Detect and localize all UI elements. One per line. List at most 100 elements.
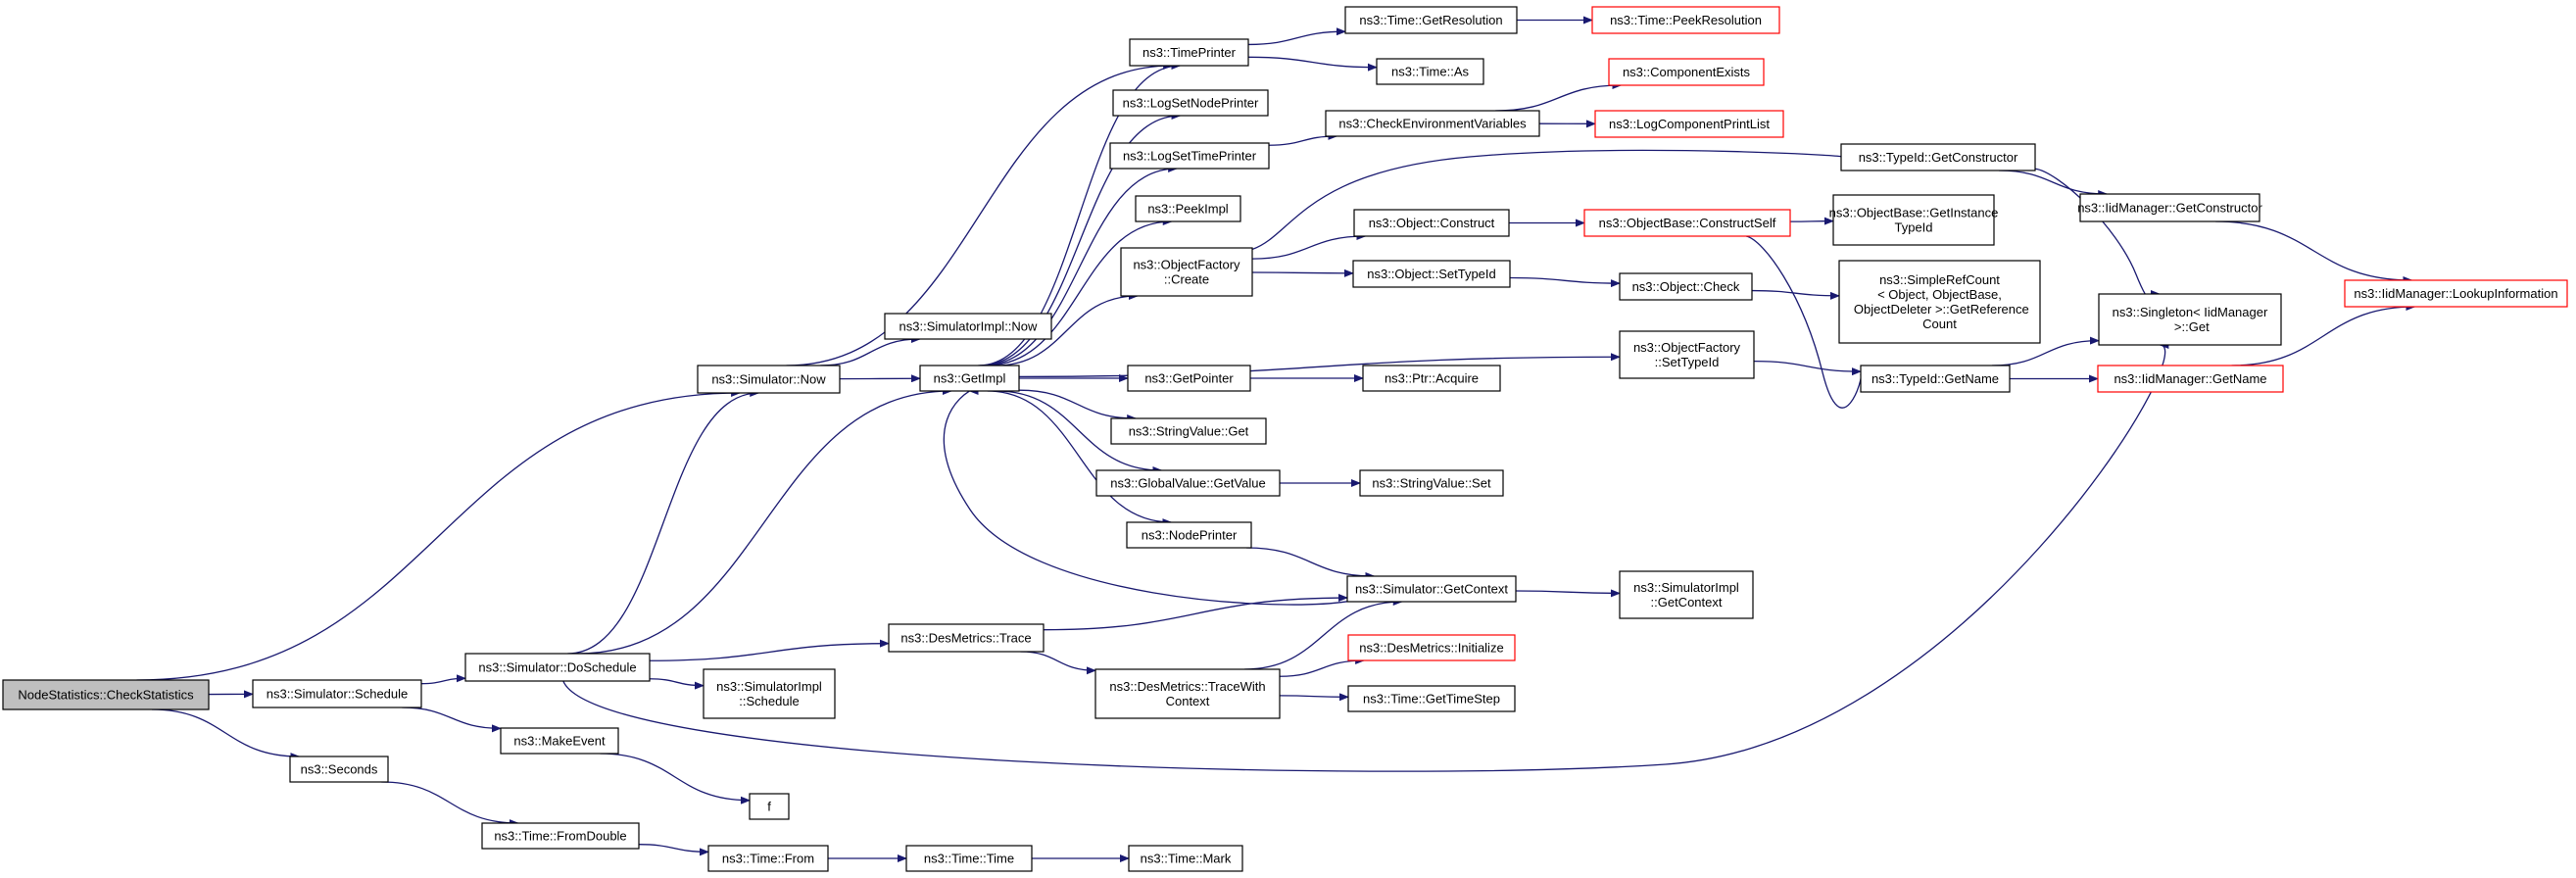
node-n4[interactable]: ns3::Simulator::DoSchedule — [464, 653, 651, 682]
node-box[interactable] — [2079, 193, 2260, 222]
node-box[interactable] — [2098, 293, 2282, 346]
node-n40[interactable]: ns3::Object::Check — [1619, 272, 1753, 301]
node-box[interactable] — [2344, 279, 2568, 308]
node-box[interactable] — [1344, 6, 1518, 34]
node-n46[interactable]: ns3::IidManager::GetConstructor — [2077, 193, 2262, 222]
node-n1[interactable]: ns3::Simulator::Now — [697, 365, 841, 394]
node-box[interactable] — [1126, 521, 1252, 549]
node-box[interactable] — [1129, 38, 1249, 67]
node-box[interactable] — [1362, 365, 1501, 392]
node-box[interactable] — [1109, 142, 1270, 170]
node-n5[interactable]: ns3::MakeEvent — [500, 727, 619, 755]
node-box[interactable] — [1347, 634, 1516, 661]
node-box[interactable] — [697, 365, 841, 394]
node-n45[interactable]: ns3::TypeId::GetName — [1860, 365, 2011, 393]
node-n6[interactable]: ns3::Time::FromDouble — [481, 822, 640, 850]
node-n13[interactable]: ns3::Time::Time — [905, 845, 1033, 872]
node-box[interactable] — [1110, 417, 1267, 445]
node-n35[interactable]: ns3::Time::GetTimeStep — [1347, 685, 1516, 712]
node-n9[interactable]: ns3::DesMetrics::Trace — [888, 623, 1045, 653]
node-n31[interactable]: ns3::Ptr::Acquire — [1362, 365, 1501, 392]
node-box[interactable] — [1840, 143, 2036, 171]
node-box[interactable] — [919, 365, 1020, 392]
node-box[interactable] — [1353, 209, 1510, 237]
node-n11[interactable]: f — [749, 793, 790, 820]
node-box[interactable] — [1832, 194, 1995, 246]
node-n34[interactable]: ns3::DesMetrics::Initialize — [1347, 634, 1516, 661]
node-box[interactable] — [888, 623, 1045, 653]
node-box[interactable] — [1838, 260, 2041, 344]
node-n36[interactable]: ns3::Time::PeekResolution — [1591, 6, 1780, 34]
node-box[interactable] — [1347, 685, 1516, 712]
node-n25[interactable]: ns3::Time::GetResolution — [1344, 6, 1518, 34]
node-n15[interactable]: ns3::LogSetNodePrinter — [1112, 89, 1269, 117]
node-n0[interactable]: NodeStatistics::CheckStatistics — [2, 679, 210, 710]
node-box[interactable] — [1112, 89, 1269, 117]
node-box[interactable] — [1352, 260, 1511, 288]
node-box[interactable] — [252, 679, 422, 708]
node-n33[interactable]: ns3::Simulator::GetContext — [1346, 575, 1517, 603]
node-n21[interactable]: ns3::GlobalValue::GetValue — [1095, 469, 1281, 497]
node-box[interactable] — [1619, 570, 1754, 619]
node-box[interactable] — [2, 679, 210, 710]
node-n32[interactable]: ns3::StringValue::Set — [1359, 469, 1504, 497]
node-box[interactable] — [1128, 845, 1243, 872]
node-box[interactable] — [1376, 58, 1484, 85]
node-n17[interactable]: ns3::PeekImpl — [1135, 195, 1241, 222]
node-n28[interactable]: ns3::Object::Construct — [1353, 209, 1510, 237]
node-box[interactable] — [1359, 469, 1504, 497]
node-n38[interactable]: ns3::LogComponentPrintList — [1594, 110, 1784, 138]
node-n18[interactable]: ns3::ObjectFactory::Create — [1120, 247, 1253, 297]
node-n29[interactable]: ns3::Object::SetTypeId — [1352, 260, 1511, 288]
node-box[interactable] — [464, 653, 651, 682]
node-box[interactable] — [1583, 209, 1791, 237]
node-box[interactable] — [1608, 58, 1765, 86]
node-n41[interactable]: ns3::SimulatorImpl::GetContext — [1619, 570, 1754, 619]
node-box[interactable] — [884, 313, 1052, 340]
node-n2[interactable]: ns3::Simulator::Schedule — [252, 679, 422, 708]
node-n24[interactable]: ns3::Time::Mark — [1128, 845, 1243, 872]
node-box[interactable] — [1591, 6, 1780, 34]
node-box[interactable] — [1594, 110, 1784, 138]
node-n3[interactable]: ns3::Seconds — [289, 756, 389, 783]
node-box[interactable] — [1619, 330, 1755, 379]
node-n26[interactable]: ns3::Time::As — [1376, 58, 1484, 85]
node-n22[interactable]: ns3::NodePrinter — [1126, 521, 1252, 549]
node-n10[interactable]: ns3::SimulatorImpl::Schedule — [703, 668, 836, 719]
node-n8[interactable]: ns3::GetImpl — [919, 365, 1020, 392]
node-box[interactable] — [707, 845, 829, 872]
node-box[interactable] — [1127, 365, 1251, 392]
node-n47[interactable]: ns3::Singleton< IidManager >::Get — [2098, 293, 2282, 346]
node-n27[interactable]: ns3::CheckEnvironmentVariables — [1325, 110, 1540, 137]
node-n44[interactable]: ns3::SimpleRefCount< Object, ObjectBase,… — [1838, 260, 2041, 344]
node-box[interactable] — [1120, 247, 1253, 297]
node-n30[interactable]: ns3::ObjectFactory::SetTypeId — [1619, 330, 1755, 379]
node-n49[interactable]: ns3::IidManager::LookupInformation — [2344, 279, 2568, 308]
node-box[interactable] — [1095, 469, 1281, 497]
node-n42[interactable]: ns3::TypeId::GetConstructor — [1840, 143, 2036, 171]
node-box[interactable] — [481, 822, 640, 850]
node-box[interactable] — [1619, 272, 1753, 301]
node-n39[interactable]: ns3::ObjectBase::ConstructSelf — [1583, 209, 1791, 237]
node-box[interactable] — [2097, 365, 2284, 393]
node-n12[interactable]: ns3::Time::From — [707, 845, 829, 872]
node-box[interactable] — [289, 756, 389, 783]
node-n16[interactable]: ns3::LogSetTimePrinter — [1109, 142, 1270, 170]
node-box[interactable] — [1860, 365, 2011, 393]
node-box[interactable] — [703, 668, 836, 719]
node-box[interactable] — [500, 727, 619, 755]
node-box[interactable] — [905, 845, 1033, 872]
node-box[interactable] — [1325, 110, 1540, 137]
node-box[interactable] — [1346, 575, 1517, 603]
node-n48[interactable]: ns3::IidManager::GetName — [2097, 365, 2284, 393]
node-n14[interactable]: ns3::TimePrinter — [1129, 38, 1249, 67]
node-box[interactable] — [1135, 195, 1241, 222]
node-n19[interactable]: ns3::GetPointer — [1127, 365, 1251, 392]
node-n7[interactable]: ns3::SimulatorImpl::Now — [884, 313, 1052, 340]
node-box[interactable] — [1094, 668, 1281, 719]
node-n20[interactable]: ns3::StringValue::Get — [1110, 417, 1267, 445]
node-box[interactable] — [749, 793, 790, 820]
node-n37[interactable]: ns3::ComponentExists — [1608, 58, 1765, 86]
